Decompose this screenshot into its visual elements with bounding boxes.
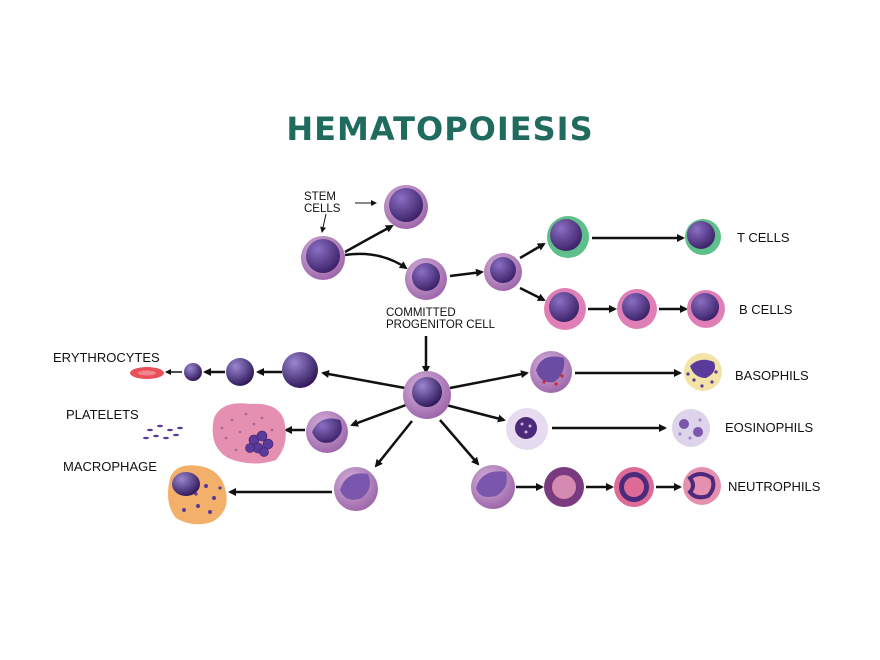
label-macrophage: MACROPHAGE (63, 459, 157, 474)
arrow-lymphoid-to-b (519, 286, 546, 302)
label-basophils: BASOPHILS (735, 368, 809, 383)
label-committed-progenitor: COMMITTED PROGENITOR CELL (386, 307, 495, 331)
b-cell-2 (617, 289, 657, 329)
label-platelets: PLATELETS (66, 407, 139, 422)
b-cell-3 (687, 290, 725, 328)
label-stem-cells-line1: STEM (304, 191, 336, 203)
arrow-stem-label-to-cell2 (320, 213, 327, 233)
arrow-to-neutrophil-precursor (439, 419, 480, 466)
arrows (165, 200, 688, 496)
eosinophil (672, 409, 710, 447)
label-b-cells: B CELLS (739, 302, 793, 317)
t-cell-precursor (547, 216, 589, 258)
arrow-lymphoid-to-t (519, 242, 546, 260)
label-committed-line2: PROGENITOR CELL (386, 319, 496, 331)
arrow-to-monocyte (374, 420, 413, 468)
b-cell-1 (544, 288, 586, 330)
arrow-to-megakaryocyte (350, 403, 407, 427)
stem-cell-left (301, 236, 345, 280)
arrow-to-proerythroblast (321, 370, 406, 390)
stem-cell-top (384, 185, 428, 229)
label-t-cells: T CELLS (737, 230, 790, 245)
neutrophil (683, 467, 721, 505)
basophil-precursor (530, 351, 572, 393)
arrow-progenitor-to-lymphoid (449, 268, 484, 278)
label-stem-cells-line2: CELLS (304, 203, 341, 215)
erythrocyte (130, 367, 164, 379)
basophil (684, 353, 722, 391)
normoblast (184, 363, 202, 381)
macrophage (168, 465, 227, 525)
megakaryocyte (212, 403, 286, 464)
neutrophil-myelocyte (544, 467, 584, 507)
label-erythrocytes: ERYTHROCYTES (53, 350, 160, 365)
eosinophil-precursor (506, 408, 548, 450)
arrow-stem-to-stem (344, 224, 394, 254)
arrow-to-basophil-precursor (449, 370, 529, 390)
erythroblast (226, 358, 254, 386)
megakaryoblast (306, 411, 348, 453)
neutrophil-band (614, 467, 654, 507)
monocyte (334, 467, 378, 511)
committed-progenitor-cell-central (403, 371, 451, 419)
lymphoid-progenitor-cell (484, 253, 522, 291)
diagram-title: HEMATOPOIESIS (286, 110, 594, 148)
label-committed-line1: COMMITTED (386, 307, 456, 319)
arrow-to-eosinophil-precursor (445, 403, 506, 423)
proerythroblast (282, 352, 318, 388)
label-neutrophils: NEUTROPHILS (728, 479, 821, 494)
platelets (143, 424, 183, 440)
neutrophil-precursor (471, 465, 515, 509)
arrow-stem-to-progenitor (344, 252, 408, 270)
committed-progenitor-cell-upper (405, 258, 447, 300)
t-cell-mature (685, 219, 721, 255)
label-eosinophils: EOSINOPHILS (725, 420, 814, 435)
label-stem-cells: STEM CELLS (304, 191, 340, 215)
